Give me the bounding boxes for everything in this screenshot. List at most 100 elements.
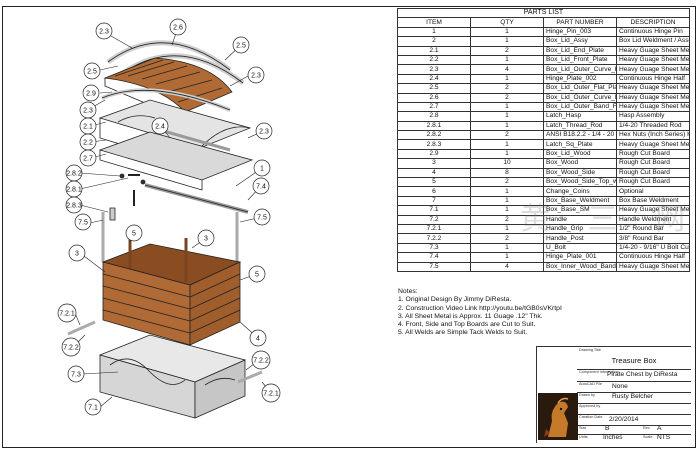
item-cell: 6 <box>397 186 471 197</box>
note-item: 3. All Sheet Metal is Approx. 11 Guage .… <box>398 312 543 320</box>
callout-label: 2.5 <box>87 69 97 76</box>
part-number-cell: Latch_Hasp <box>543 111 617 122</box>
qty-cell: 1 <box>470 242 544 254</box>
rev-value: A <box>657 425 662 432</box>
callout-label: 2.7 <box>83 156 93 163</box>
item-cell: 2.8.1 <box>397 120 471 132</box>
description-cell: Heavy Guage Sheet Metal <box>616 64 690 75</box>
date-row: Creation Date 2/20/2014 <box>577 414 691 426</box>
parts-list-row: 2.62Box_Lid_Outer_Curve_Plate_ShortHeavy… <box>397 92 690 103</box>
wood-box <box>101 232 242 346</box>
description-cell: 1/4-20 Threaded Rod <box>616 120 690 132</box>
drawing-title: Treasure Box <box>611 356 657 365</box>
part-number-cell: Box_Wood_Side_Top_w_Notch <box>543 177 617 188</box>
description-cell: Rough Cut Board <box>616 158 690 169</box>
item-cell: 2.5 <box>397 83 471 94</box>
qty-cell: 2 <box>470 92 544 103</box>
item-cell: 7.1 <box>397 205 471 216</box>
drawn-label: Drawn by <box>579 393 596 397</box>
item-cell: 2.7 <box>397 101 471 113</box>
part-number-cell: Box_Inner_Wood_Band <box>543 261 617 272</box>
col-header-qty: QTY <box>470 17 544 28</box>
qty-cell: 1 <box>470 252 544 263</box>
callout-label: 2.5 <box>236 43 246 50</box>
col-header-item: ITEM <box>397 17 471 28</box>
parts-list-title: PARTS LIST <box>397 7 690 19</box>
qty-cell: 2 <box>470 130 544 141</box>
description-cell: Continuous Hinge Half <box>616 73 690 85</box>
note-item: 1. Original Design By Jimmy DiResta. <box>398 296 512 304</box>
qty-cell: 4 <box>470 261 544 272</box>
lid-frame <box>98 99 254 191</box>
units-label: Units <box>579 435 588 439</box>
creation-date: 2/20/2014 <box>609 416 639 423</box>
watermark: 黄 三 网 <box>520 202 700 237</box>
callout-label: 2.4 <box>155 124 165 131</box>
qty-cell: 2 <box>470 83 544 94</box>
item-cell: 2.8 <box>397 111 471 122</box>
qty-cell: 1 <box>470 111 544 122</box>
notes-block: Notes: 1. Original Design By Jimmy DiRes… <box>398 288 688 338</box>
col-header-description: DESCRIPTION <box>616 17 690 28</box>
scale-value: NTS <box>657 434 671 441</box>
item-cell: 2.8.2 <box>397 130 471 141</box>
callout-label: 7.5 <box>257 215 267 222</box>
item-cell: 2.8.3 <box>397 139 471 150</box>
callout-label: 7.5 <box>78 220 88 227</box>
part-number-cell: Box_Wood_Side <box>543 167 617 179</box>
item-cell: 1 <box>397 26 471 38</box>
callout-label: 2.2 <box>83 140 93 147</box>
drawing-title-label: Drawing Title <box>579 348 601 352</box>
note-item: 2. Construction Video Link http://youtu.… <box>398 304 562 312</box>
units-row: Units Inches Scale NTS <box>577 434 691 443</box>
item-cell: 5 <box>397 177 471 188</box>
item-cell: 2.1 <box>397 45 471 56</box>
qty-cell: 2 <box>470 45 544 56</box>
part-number-cell: Box_Lid_Wood <box>543 148 617 160</box>
date-label: Creation Date <box>579 415 603 419</box>
callout-label: 7.3 <box>71 372 81 379</box>
item-cell: 7.2.1 <box>397 223 471 235</box>
item-cell: 3 <box>397 158 471 169</box>
note-item: 4. Front, Side and Top Boards are Cut to… <box>398 321 536 329</box>
qty-cell: 1 <box>470 139 544 150</box>
description-cell: 1/4-20 - 9/16" U Bolt Cut to Suit <box>616 242 690 254</box>
part-number-cell: Box_Lid_Outer_Band_Front <box>543 101 617 113</box>
title-block: Drawing Title Treasure Box Component Inf… <box>536 346 691 443</box>
callout-label: 3 <box>75 251 79 258</box>
part-number-cell: Box_Lid_Outer_Curve_Plate <box>543 64 617 75</box>
qty-cell: 1 <box>470 148 544 160</box>
part-number-cell: Hinge_Pin_003 <box>543 26 617 38</box>
callout-label: 7.1 <box>88 405 98 412</box>
component-label: Component Information <box>579 370 619 374</box>
scale-label: Scale <box>643 435 653 439</box>
callout-bubbles <box>57 18 281 416</box>
description-cell: Hasp Assembly <box>616 111 690 122</box>
callout-label: 7.2.1 <box>263 391 279 398</box>
size-value: B <box>605 425 610 432</box>
callout-label: 7.4 <box>256 184 266 191</box>
item-cell: 4 <box>397 167 471 179</box>
callout-label: 2.3 <box>99 29 109 36</box>
parts-list-table: PARTS LIST ITEM QTY PART NUMBER DESCRIPT… <box>397 7 690 272</box>
qty-cell: 8 <box>470 167 544 179</box>
description-cell: Heavy Guage Sheet Metal <box>616 139 690 150</box>
item-cell: 2 <box>397 36 471 47</box>
title-row: Drawing Title Treasure Box <box>577 347 691 370</box>
item-cell: 7 <box>397 195 471 207</box>
exploded-assembly-drawing: 2.3 2.6 2.5 2.5 2.3 2.9 2.3 2.1 2.4 2.3 … <box>57 18 281 419</box>
callout-label: 2.3 <box>83 108 93 115</box>
latch-hasp <box>109 173 146 221</box>
units-value: Inches <box>603 434 623 441</box>
